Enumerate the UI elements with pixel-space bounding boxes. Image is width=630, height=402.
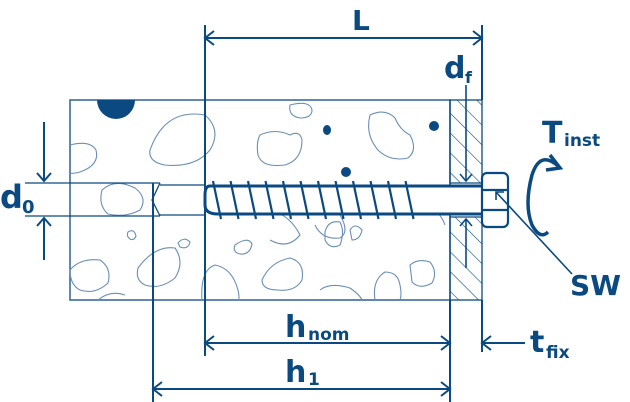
aggregate-solid bbox=[97, 100, 439, 177]
svg-text:fix: fix bbox=[546, 343, 570, 363]
svg-text:h: h bbox=[285, 355, 306, 390]
svg-text:T: T bbox=[542, 116, 563, 151]
label-h1: h 1 bbox=[285, 355, 320, 390]
label-L: L bbox=[352, 4, 370, 37]
torque-arrow-icon bbox=[526, 153, 564, 237]
dimension-lines bbox=[36, 25, 573, 402]
label-sw: SW bbox=[570, 269, 621, 302]
screw-thread bbox=[386, 180, 398, 220]
svg-text:d: d bbox=[0, 178, 23, 216]
screw-thread bbox=[211, 180, 223, 220]
svg-text:0: 0 bbox=[22, 197, 35, 218]
label-d0: d 0 bbox=[0, 178, 35, 218]
screw-thread bbox=[281, 180, 293, 220]
svg-text:inst: inst bbox=[564, 131, 600, 151]
svg-text:h: h bbox=[285, 310, 306, 345]
label-tinst: T inst bbox=[542, 116, 600, 151]
screw-thread bbox=[299, 180, 310, 220]
screw-thread bbox=[404, 180, 415, 220]
svg-text:f: f bbox=[465, 68, 473, 87]
svg-text:t: t bbox=[530, 325, 544, 360]
screw-thread bbox=[369, 180, 380, 220]
screw-thread bbox=[316, 180, 328, 220]
screw-thread bbox=[264, 180, 275, 220]
screw-thread bbox=[334, 180, 345, 220]
label-df: d f bbox=[444, 51, 473, 87]
svg-text:1: 1 bbox=[308, 370, 320, 390]
screw-thread bbox=[246, 180, 258, 220]
label-tfix: t fix bbox=[530, 325, 570, 363]
hex-head bbox=[480, 171, 510, 229]
label-hnom: h nom bbox=[285, 310, 350, 345]
screw-thread bbox=[351, 180, 363, 220]
svg-text:d: d bbox=[444, 51, 465, 86]
drilled-hole bbox=[25, 182, 205, 217]
screw-thread bbox=[229, 180, 240, 220]
svg-text:nom: nom bbox=[308, 325, 350, 345]
screw-threads bbox=[211, 180, 415, 220]
